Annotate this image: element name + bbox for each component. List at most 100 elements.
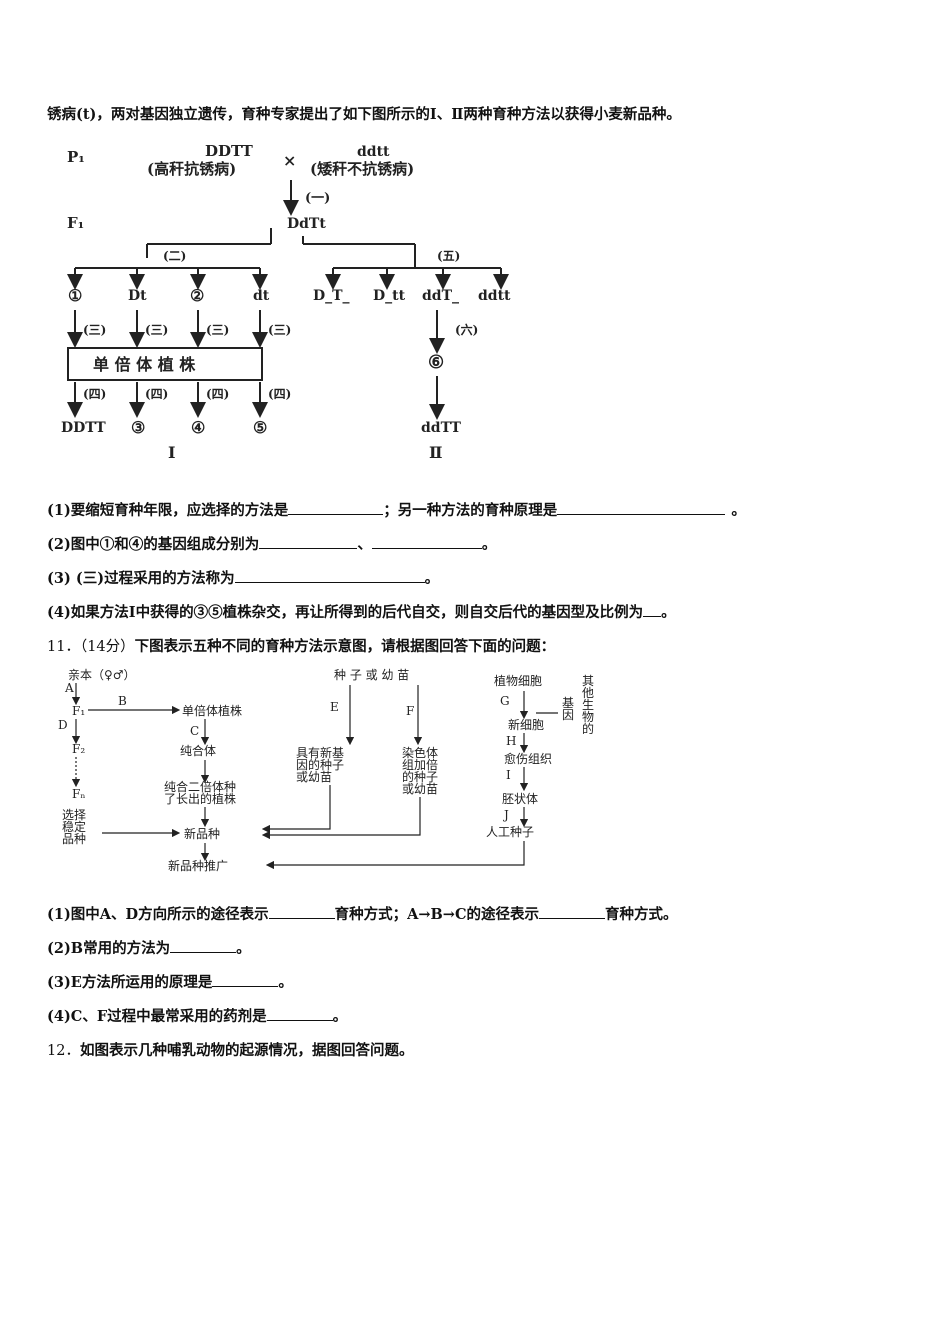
q11-1-blank-b[interactable] xyxy=(539,904,605,919)
other-gene-2: 他 xyxy=(582,686,594,700)
q10-2-text2: 、 xyxy=(357,536,372,553)
q11-number: 11．（14分） xyxy=(47,639,135,655)
label-B: B xyxy=(118,694,127,708)
label-D: D xyxy=(58,718,68,732)
chrom-line-1: 染色体 xyxy=(402,745,438,760)
q11-2-blank[interactable] xyxy=(170,938,237,953)
select-line-3: 品种 xyxy=(62,832,86,846)
step-4-label-c: (四) xyxy=(206,387,229,401)
q10-3-text2: 。 xyxy=(424,570,440,587)
f1-genotype: DdTt xyxy=(287,216,326,232)
label-G: G xyxy=(500,694,510,708)
plant-cell-label: 植物细胞 xyxy=(494,673,542,688)
step-3-label-b: (三) xyxy=(145,323,168,337)
q11-2: (2)B常用的方法为 。 xyxy=(47,937,251,958)
p1-left-genotype: DDTT xyxy=(205,142,254,160)
q11-3-text1: (3)E方法所运用的原理是 xyxy=(47,974,213,991)
gamete-2: Dt xyxy=(128,288,147,304)
callus-label: 愈伤组织 xyxy=(504,751,552,766)
q10-1-blank-a[interactable] xyxy=(288,500,384,515)
q11-1-blank-a[interactable] xyxy=(268,904,335,919)
intro-text: 锈病(t)，两对基因独立遗传，育种专家提出了如下图所示的Ⅰ、Ⅱ两种育种方法以获得… xyxy=(47,106,681,123)
q10-2-blank-a[interactable] xyxy=(259,534,358,549)
q11-3-blank[interactable] xyxy=(212,972,279,987)
q11-1: (1)图中A、D方向所示的途径表示育种方式；A→B→C的途径表示育种方式。 xyxy=(47,903,678,924)
p1-right-genotype: ddtt xyxy=(357,144,390,160)
other-gene-4: 物 xyxy=(582,710,594,724)
step-3-label-c: (三) xyxy=(206,323,229,337)
q10-1-blank-b[interactable] xyxy=(557,500,726,515)
q11-4-text1: (4)C、F过程中最常采用的药剂是 xyxy=(47,1008,267,1025)
step-6-label: (六) xyxy=(455,322,478,337)
gamete-1: ① xyxy=(68,286,82,305)
f1-label: F₁ xyxy=(67,214,84,232)
q10-1-text3: 。 xyxy=(731,502,746,519)
q11-4-blank[interactable] xyxy=(266,1006,333,1021)
F1-label: F₁ xyxy=(72,704,85,718)
q11-4-text2: 。 xyxy=(332,1008,348,1025)
result-I-1: DDTT xyxy=(61,420,106,436)
p1-label: P₁ xyxy=(67,148,85,166)
step-2-label: (二) xyxy=(163,249,186,263)
q10-2-text3: 。 xyxy=(481,536,497,553)
pure-diploid-line-1: 纯合二倍体种 xyxy=(164,779,236,794)
promote-label: 新品种推广 xyxy=(168,858,228,873)
gamete-3: ② xyxy=(190,286,204,305)
q11-1-text2: 育种方式；A→B→C的途径表示 xyxy=(334,906,539,923)
q10-4-blank[interactable] xyxy=(643,602,662,617)
q11-1-text3: 育种方式。 xyxy=(605,906,678,923)
step-4-label-d: (四) xyxy=(268,387,291,401)
q12-number: 12． xyxy=(47,1043,80,1059)
q11-3-text2: 。 xyxy=(278,974,293,991)
q10-4: (4)如果方法Ⅰ中获得的③⑤植株杂交，再让所得到的后代自交，则自交后代的基因型及… xyxy=(47,601,676,622)
f2-type-3: ddT_ xyxy=(422,288,459,304)
step-3-label-a: (三) xyxy=(83,323,106,337)
step-4-label-b: (四) xyxy=(145,387,168,401)
label-I: I xyxy=(506,768,511,782)
embryoid-label: 胚状体 xyxy=(502,792,538,806)
haploid-box xyxy=(67,347,263,381)
q10-3-blank[interactable] xyxy=(234,568,425,583)
step-4-label-a: (四) xyxy=(83,387,106,401)
q10-4-text2: 。 xyxy=(661,604,676,621)
result-II: ddTT xyxy=(421,420,461,436)
breeding-diagram-1: P₁ DDTT (高秆抗锈病) × ddtt (矮秆不抗锈病) (一) F₁ D… xyxy=(61,142,511,462)
q12: 12．如图表示几种哺乳动物的起源情况，据图回答问题。 xyxy=(47,1039,413,1060)
method-I-label: Ⅰ xyxy=(168,443,175,462)
Fn-label: Fₙ xyxy=(72,787,86,801)
label-H: H xyxy=(506,734,516,748)
haploid-label: 单倍体植株 xyxy=(182,703,242,718)
label-A: A xyxy=(64,681,74,695)
q10-3-text1: (3) (三)过程采用的方法称为 xyxy=(47,570,235,587)
chrom-line-2: 组加倍 xyxy=(402,757,438,772)
f2-type-4: ddtt xyxy=(478,288,511,304)
label-C: C xyxy=(190,724,199,738)
q11-2-text2: 。 xyxy=(236,940,251,957)
label-E: E xyxy=(330,700,339,714)
q10-2: (2)图中①和④的基因组成分别为 、 。 xyxy=(47,533,496,554)
q10-2-blank-b[interactable] xyxy=(371,534,482,549)
label-J: J xyxy=(502,808,509,822)
label-F: F xyxy=(406,704,414,718)
q10-4-text1: (4)如果方法Ⅰ中获得的③⑤植株杂交，再让所得到的后代自交，则自交后代的基因型及… xyxy=(47,604,644,621)
new-gene-line-3: 或幼苗 xyxy=(296,770,332,784)
q11-header: 11．（14分）下图表示五种不同的育种方法示意图，请根据图回答下面的问题： xyxy=(47,635,555,656)
other-gene-1: 其 xyxy=(582,674,594,688)
circle-6: ⑥ xyxy=(428,352,444,373)
artificial-seed-label: 人工种子 xyxy=(486,825,534,839)
q11-4: (4)C、F过程中最常采用的药剂是 。 xyxy=(47,1005,347,1026)
p1-right-desc: (矮秆不抗锈病) xyxy=(310,160,414,178)
parent-label: 亲本（♀♂） xyxy=(68,668,136,682)
q11-2-text1: (2)B常用的方法为 xyxy=(47,940,171,957)
q10-1-text1: (1)要缩短育种年限，应选择的方法是 xyxy=(47,502,289,519)
f2-type-2: D_tt xyxy=(373,288,406,304)
chrom-line-4: 或幼苗 xyxy=(402,782,438,796)
seed-label: 种 子 或 幼 苗 xyxy=(334,668,409,682)
pure-diploid-line-2: 了长出的植株 xyxy=(164,791,236,806)
q10-2-text1: (2)图中①和④的基因组成分别为 xyxy=(47,536,260,553)
select-line-1: 选择 xyxy=(62,808,86,822)
new-cell-label: 新细胞 xyxy=(508,717,544,732)
haploid-box-label: 单 倍 体 植 株 xyxy=(93,355,196,374)
other-gene-3: 生 xyxy=(582,698,594,712)
pure-label: 纯合体 xyxy=(180,743,216,758)
